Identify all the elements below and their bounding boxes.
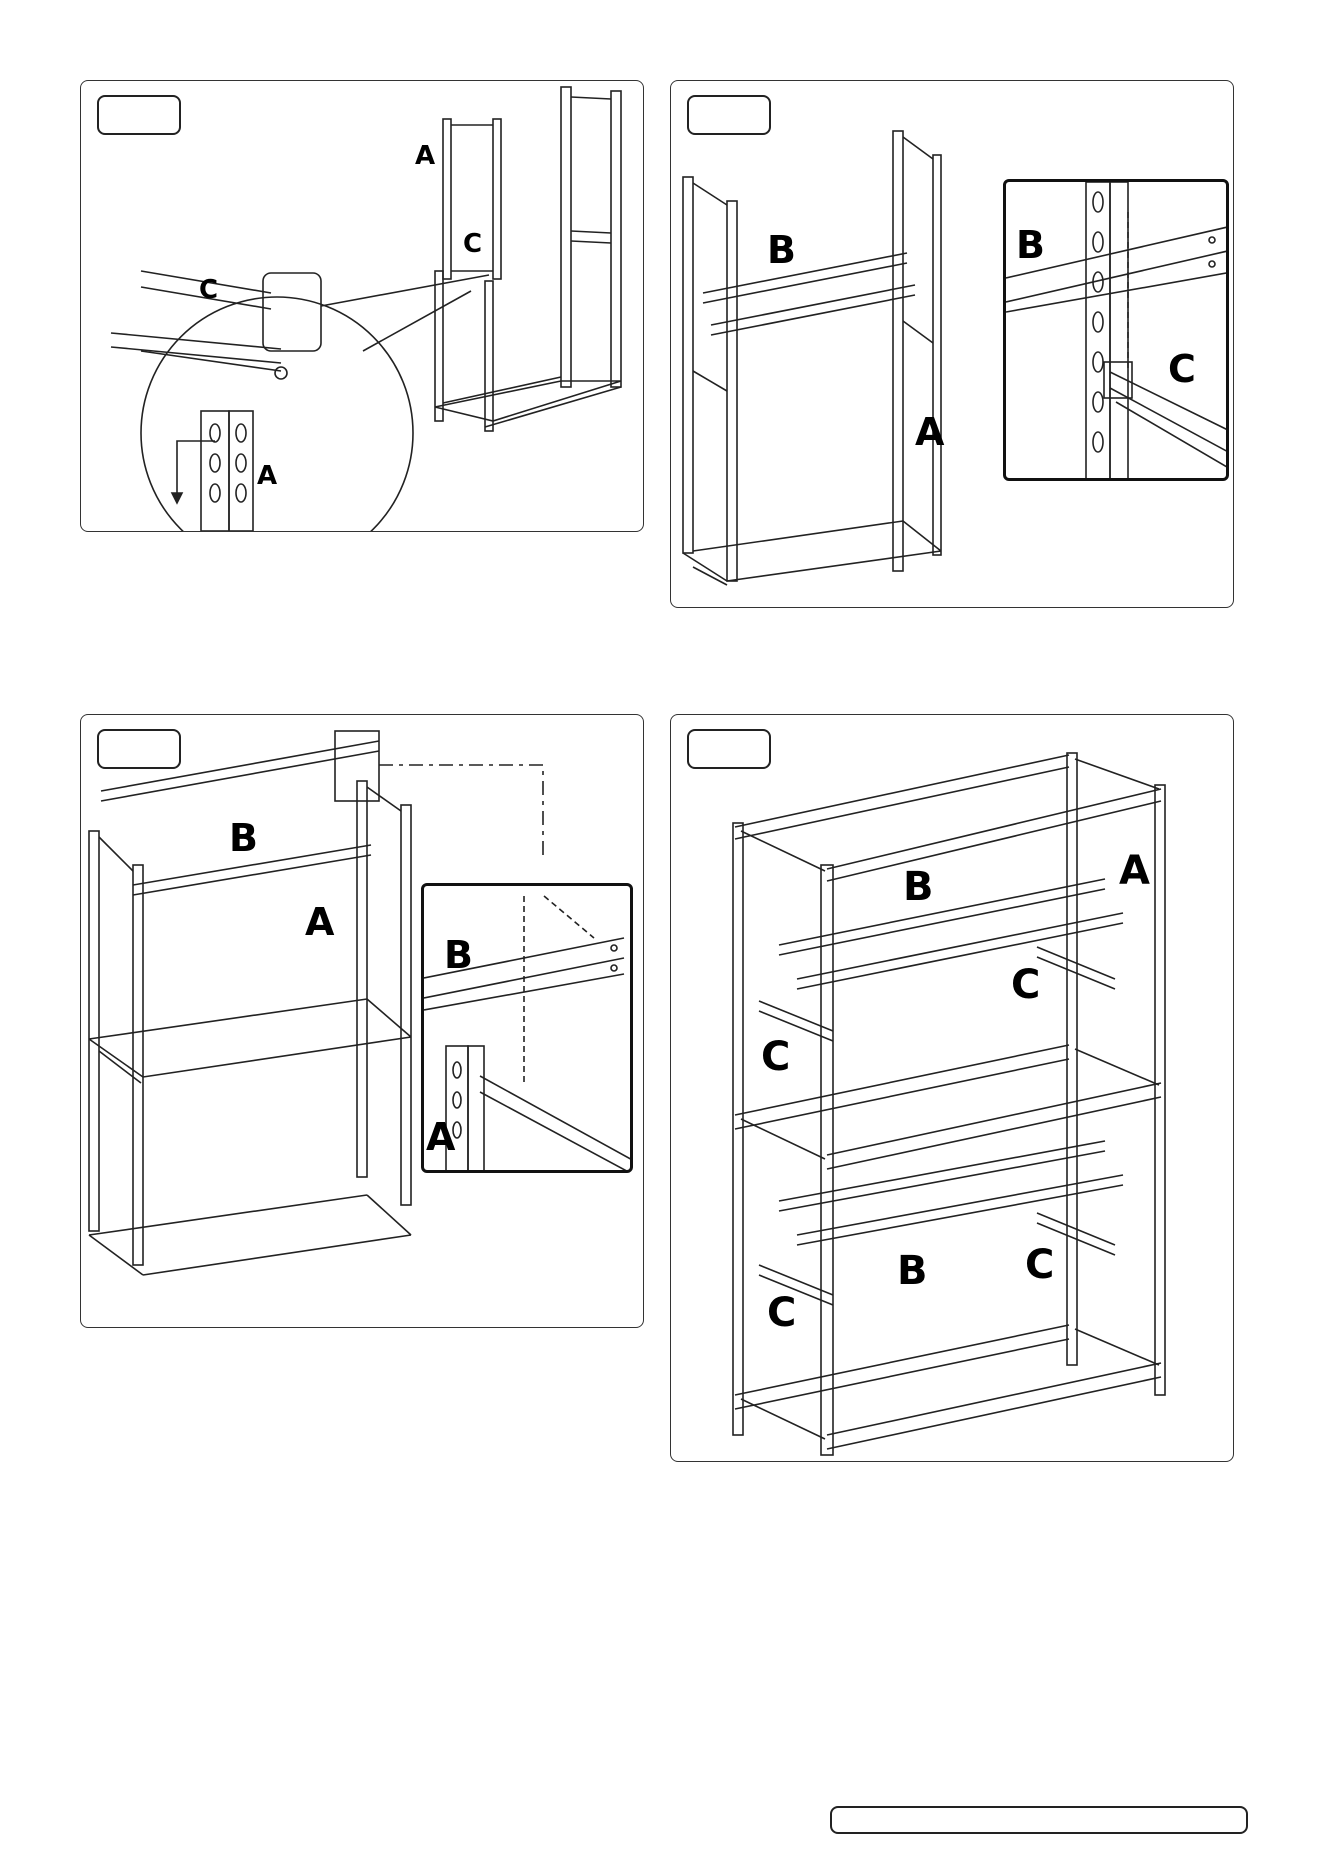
part-label-b-lower: B xyxy=(897,1251,928,1291)
part-label-b: B xyxy=(229,819,258,857)
part-label-b-inset: B xyxy=(444,936,473,974)
part-label-b-inset: B xyxy=(1016,226,1045,264)
page-footer-box xyxy=(830,1806,1248,1834)
part-label-c-lower-right: C xyxy=(1025,1245,1054,1285)
step-panel-1: A C C A xyxy=(80,80,644,532)
complete-shelving-unit-drawing xyxy=(671,715,1234,1462)
part-label-c-inset: C xyxy=(1168,350,1196,388)
part-label-b: B xyxy=(767,231,796,269)
part-label-a-inset: A xyxy=(426,1118,455,1156)
frame-assembly-drawing xyxy=(81,81,644,532)
part-label-a: A xyxy=(305,903,334,941)
upper-beam-detail-inset: B A xyxy=(421,883,633,1173)
part-label-c-upper-right: C xyxy=(1011,965,1040,1005)
part-label-a: A xyxy=(1119,851,1150,891)
part-label-c-lower-left: C xyxy=(767,1293,796,1333)
step-panel-2: B C B A xyxy=(670,80,1234,608)
part-label-b-upper: B xyxy=(903,867,934,907)
beam-detail-inset: B C xyxy=(1003,179,1229,481)
step-panel-3: B A B A xyxy=(80,714,644,1328)
part-label-a: A xyxy=(915,413,944,451)
part-label-c-detail: C xyxy=(199,277,218,303)
part-label-c-upper-left: C xyxy=(761,1037,790,1077)
step-panel-4: B A C C B C C xyxy=(670,714,1234,1462)
part-label-a-detail: A xyxy=(257,463,277,489)
part-label-c: C xyxy=(463,231,482,257)
part-label-a: A xyxy=(415,143,435,169)
